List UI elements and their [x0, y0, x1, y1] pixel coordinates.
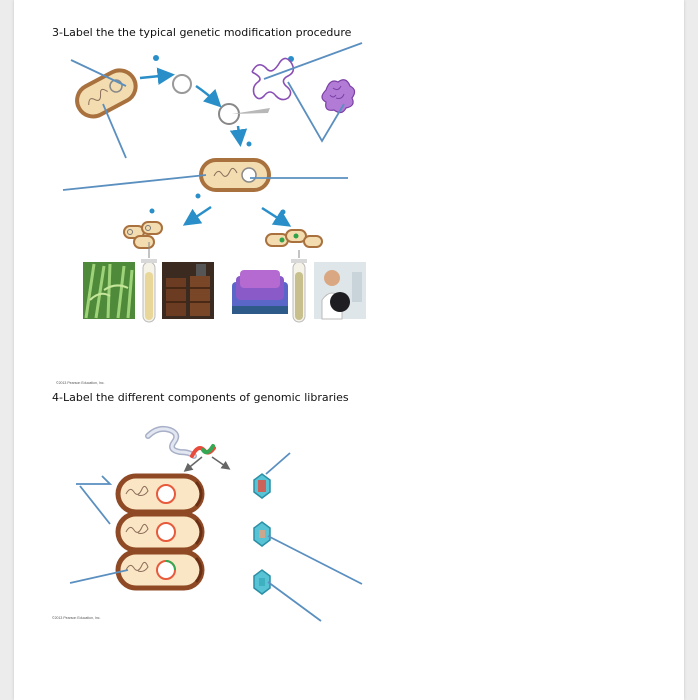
- photo-corn-plants: [83, 262, 135, 319]
- flow-arrow-3: [229, 125, 248, 147]
- step-3-marker: [246, 141, 252, 147]
- step-4a-marker: [195, 193, 201, 199]
- flow-arrow-5: [261, 206, 292, 227]
- photo-fabric: [232, 270, 288, 314]
- test-tube-right: [291, 250, 307, 323]
- leader-line-4: [287, 81, 345, 143]
- vector-clone-2: [253, 521, 271, 547]
- diagram-canvas: [62, 42, 366, 622]
- vector-clone-3: [253, 569, 271, 595]
- library-bacteria-stack: [115, 473, 205, 591]
- leader-line-9: [69, 569, 129, 584]
- cell-cluster-left: [123, 221, 163, 249]
- question-4-heading: 4-Label the different components of geno…: [52, 391, 349, 404]
- leader-line-3: [263, 42, 363, 80]
- step-4c-marker: [280, 209, 286, 215]
- photo-barrels: [162, 262, 214, 319]
- label-leader-lines: [62, 42, 363, 622]
- leader-line-12: [267, 581, 322, 622]
- host-bacterium: [199, 158, 271, 192]
- genetic-modification-figure: [75, 55, 366, 323]
- dna-fragment: [251, 57, 295, 101]
- leader-line-10: [265, 452, 291, 475]
- photo-doctor-patient: [314, 262, 366, 320]
- cell-cluster-right: [265, 229, 323, 248]
- gene-insert-arrow: [232, 108, 270, 114]
- figure-credit-1: ©2013 Pearson Education, Inc.: [56, 381, 105, 385]
- leader-line-7: [76, 475, 113, 485]
- worksheet-page: 3-Label the the typical genetic modifica…: [14, 0, 684, 700]
- vector-clone-1: [253, 473, 271, 499]
- step-1-marker: [153, 55, 159, 61]
- test-tube-left: [141, 242, 157, 323]
- flow-arrow-4: [182, 205, 212, 226]
- leader-line-11: [267, 535, 363, 585]
- library-arrow-left: [183, 456, 203, 472]
- genomic-library-figure: [115, 425, 271, 595]
- flow-arrow-2: [195, 84, 222, 108]
- leader-line-2: [102, 103, 127, 159]
- leader-line-8: [79, 485, 111, 525]
- leader-line-1: [70, 59, 127, 87]
- recombinant-plasmid: [218, 103, 240, 125]
- genomic-dna: [145, 425, 216, 459]
- library-arrow-right: [211, 456, 231, 470]
- source-bacterium: [75, 68, 138, 119]
- step-4b-marker: [149, 208, 155, 214]
- figure-credit-2: ©2013 Pearson Education, Inc.: [52, 616, 101, 620]
- flow-arrow-1: [139, 67, 175, 85]
- protein-product: [321, 79, 356, 114]
- plasmid-vector: [172, 74, 192, 94]
- leader-line-5: [62, 174, 207, 191]
- question-3-heading: 3-Label the the typical genetic modifica…: [52, 26, 352, 39]
